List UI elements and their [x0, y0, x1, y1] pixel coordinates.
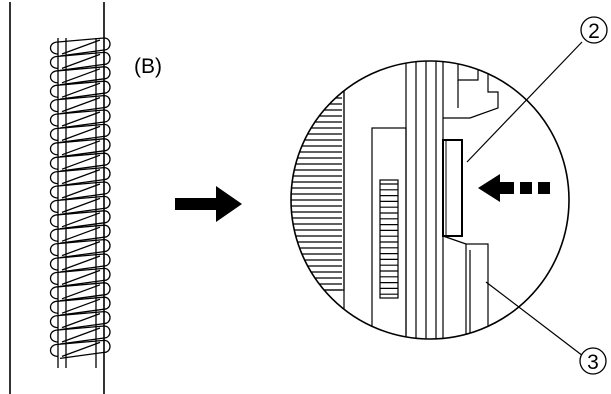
callout-2: 2 — [466, 16, 608, 163]
indicator-arrow — [478, 174, 550, 202]
feed-dog-teeth-inner — [379, 179, 399, 299]
stitch-label: (B) — [134, 55, 162, 78]
callout-3: 3 — [485, 281, 607, 375]
overlock-stitches — [49, 37, 111, 368]
callout-2-number: 2 — [588, 20, 600, 43]
callout-3-number: 3 — [587, 351, 599, 374]
direction-arrow — [175, 186, 242, 222]
